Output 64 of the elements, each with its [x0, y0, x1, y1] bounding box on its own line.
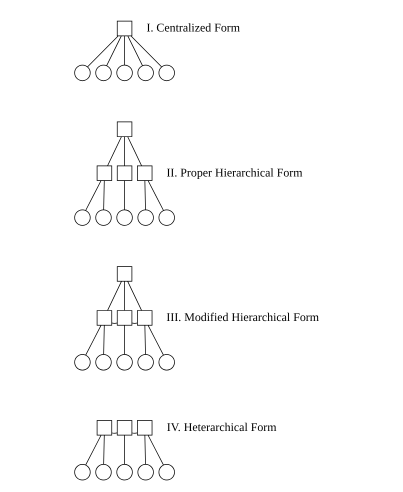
node-circle: [95, 464, 112, 480]
node-circle: [137, 354, 154, 370]
connector: [144, 435, 146, 465]
connector: [124, 325, 125, 355]
connector: [85, 435, 102, 466]
node-circle: [74, 354, 91, 370]
label: IV. Heterarchical Form: [166, 420, 277, 434]
connector: [132, 432, 138, 434]
node-circle: [137, 464, 154, 480]
connector: [127, 281, 142, 311]
node-box: [137, 420, 152, 436]
node-box: [137, 310, 152, 326]
connector: [124, 281, 125, 311]
connector: [124, 136, 125, 166]
node-circle: [74, 64, 91, 82]
connector: [103, 435, 105, 465]
connector: [103, 180, 105, 210]
node-circle: [95, 64, 112, 82]
label: II. Proper Hierarchical Form: [166, 165, 302, 180]
node-box: [96, 166, 112, 181]
connector: [124, 36, 125, 66]
node-box: [96, 420, 112, 436]
node-circle: [74, 209, 91, 226]
connector: [107, 281, 122, 311]
node-box: [116, 20, 132, 36]
node-circle: [116, 464, 133, 480]
node-box: [116, 310, 132, 326]
connector: [144, 180, 146, 210]
connector: [124, 180, 125, 210]
node-circle: [116, 209, 133, 226]
connector: [130, 36, 162, 68]
node-circle: [137, 209, 154, 226]
node-box: [116, 420, 132, 436]
connector: [87, 36, 118, 68]
node-circle: [158, 464, 175, 480]
node-circle: [116, 354, 133, 370]
connector: [148, 325, 164, 356]
node-circle: [95, 209, 112, 226]
label: III. Modified Hierarchical Form: [166, 310, 319, 324]
node-circle: [158, 64, 175, 82]
connector: [127, 136, 142, 166]
node-circle: [158, 209, 175, 226]
node-box: [116, 266, 132, 282]
connector: [112, 432, 118, 434]
connector: [128, 36, 143, 66]
connector: [103, 325, 105, 355]
connector: [148, 435, 164, 466]
node-circle: [116, 64, 133, 82]
node-box: [116, 166, 132, 181]
node-circle: [158, 354, 175, 370]
connector: [107, 136, 122, 166]
node-box: [116, 122, 132, 137]
node-box: [137, 166, 152, 181]
connector: [144, 325, 146, 355]
connector: [106, 36, 122, 66]
node-circle: [95, 354, 112, 370]
connector: [148, 180, 164, 211]
node-box: [96, 310, 112, 326]
connector: [85, 325, 102, 356]
connector: [85, 180, 102, 211]
connector: [124, 435, 125, 465]
label: I. Centralized Form: [146, 20, 240, 35]
node-circle: [137, 64, 154, 82]
node-circle: [74, 464, 91, 480]
